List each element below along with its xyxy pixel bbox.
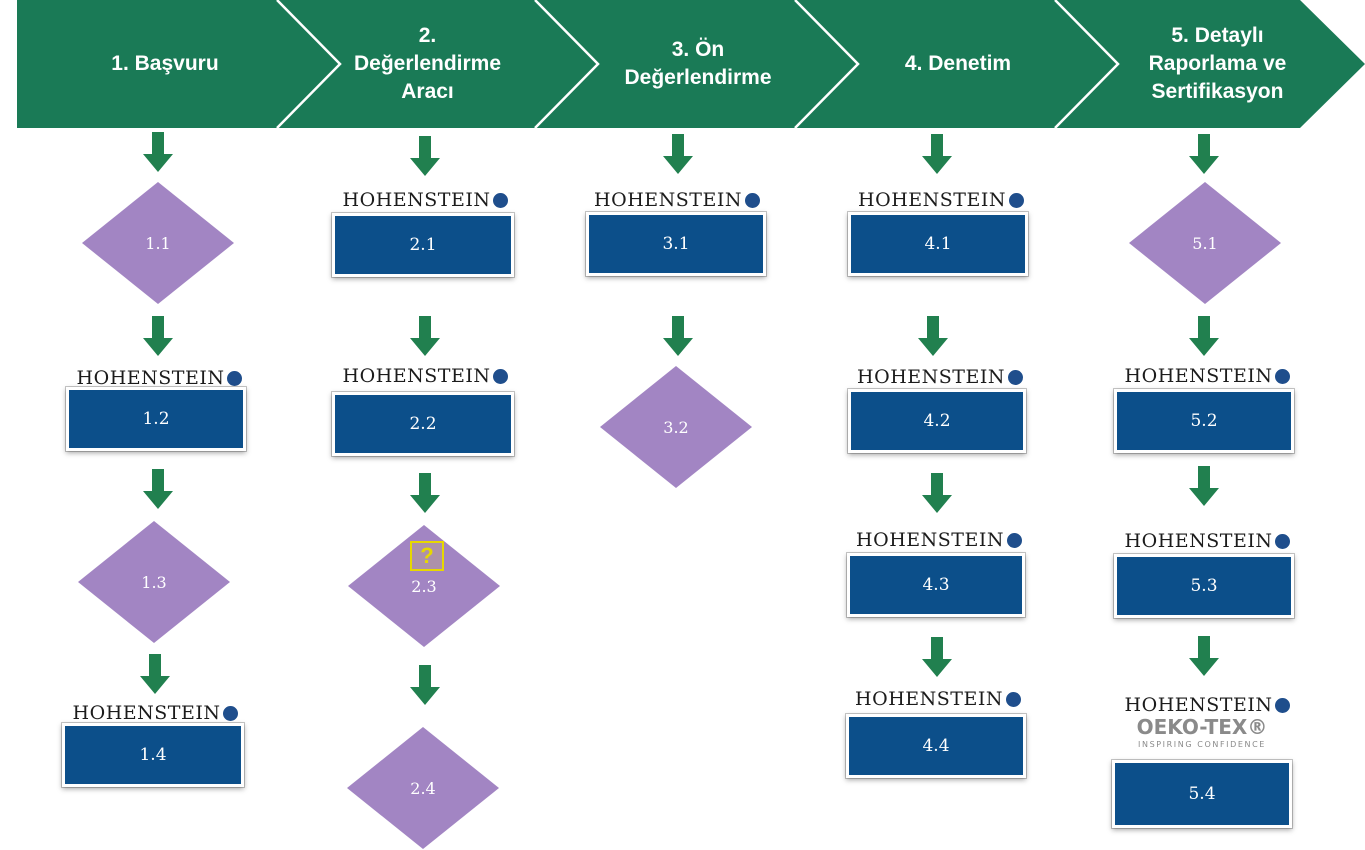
hohenstein-logo: HOHENSTEIN bbox=[1110, 530, 1305, 552]
step-5-3-box: 5.3 bbox=[1114, 554, 1294, 618]
logo-dot-icon bbox=[1005, 691, 1021, 707]
step-3-1-box: 3.1 bbox=[586, 212, 766, 276]
down-arrow-icon bbox=[922, 473, 952, 513]
hohenstein-logo: HOHENSTEIN bbox=[328, 365, 523, 387]
step-1-1-label: 1.1 bbox=[145, 233, 171, 253]
stage-5-title: 5. Detaylı Raporlama ve Sertifikasyon bbox=[1148, 24, 1287, 103]
logo-dot-icon bbox=[744, 192, 760, 208]
step-1-3-label: 1.3 bbox=[141, 572, 167, 592]
step-1-1-diamond: 1.1 bbox=[82, 182, 234, 304]
step-4-1-box: 4.1 bbox=[848, 212, 1028, 276]
down-arrow-icon bbox=[143, 132, 173, 172]
hohenstein-logo: HOHENSTEIN bbox=[843, 529, 1035, 551]
stage-1-chevron bbox=[17, 0, 340, 128]
step-5-1-diamond: 5.1 bbox=[1129, 182, 1281, 304]
logo-dot-icon bbox=[223, 705, 239, 721]
step-1-3-diamond: 1.3 bbox=[78, 521, 230, 643]
down-arrow-icon bbox=[1189, 636, 1219, 676]
down-arrow-icon bbox=[1189, 134, 1219, 174]
step-5-4-box: 5.4 bbox=[1112, 760, 1292, 828]
hohenstein-logo: HOHENSTEIN bbox=[62, 367, 257, 389]
down-arrow-icon bbox=[922, 134, 952, 174]
oeko-tex-logo: OEKO-TEX® INSPIRING CONFIDENCE bbox=[1118, 716, 1286, 752]
step-3-2-label: 3.2 bbox=[663, 417, 689, 437]
logo-dot-icon bbox=[1007, 369, 1023, 385]
down-arrow-icon bbox=[663, 316, 693, 356]
down-arrow-icon bbox=[1189, 466, 1219, 506]
step-2-4-label: 2.4 bbox=[410, 778, 436, 798]
logo-dot-icon bbox=[227, 370, 243, 386]
stage-1-title: 1. Başvuru bbox=[111, 52, 219, 75]
logo-dot-icon bbox=[493, 368, 509, 384]
step-3-2-diamond: 3.2 bbox=[600, 366, 752, 488]
hohenstein-logo: HOHENSTEIN bbox=[1110, 365, 1305, 387]
stage-3-chevron bbox=[535, 0, 858, 128]
step-2-1-box: 2.1 bbox=[332, 213, 514, 277]
step-5-1-label: 5.1 bbox=[1192, 233, 1218, 253]
stage-2-title: 2. Değerlendirme Aracı bbox=[353, 24, 502, 103]
step-2-2-box: 2.2 bbox=[332, 392, 514, 456]
step-1-4-box: 1.4 bbox=[62, 723, 244, 787]
hohenstein-logo: HOHENSTEIN bbox=[328, 189, 523, 211]
step-4-4-box: 4.4 bbox=[846, 714, 1026, 778]
oeko-tex-subtitle: INSPIRING CONFIDENCE bbox=[1138, 740, 1266, 749]
logo-dot-icon bbox=[1275, 368, 1291, 384]
stage-3-title: 3. Ön Değerlendirme bbox=[624, 38, 772, 89]
logo-dot-icon bbox=[493, 192, 509, 208]
down-arrow-icon bbox=[663, 134, 693, 174]
down-arrow-icon bbox=[922, 637, 952, 677]
down-arrow-icon bbox=[1189, 316, 1219, 356]
logo-dot-icon bbox=[1008, 192, 1024, 208]
hohenstein-logo: HOHENSTEIN bbox=[845, 189, 1037, 211]
step-4-3-box: 4.3 bbox=[847, 553, 1025, 617]
logo-dot-icon bbox=[1275, 533, 1291, 549]
down-arrow-icon bbox=[410, 473, 440, 513]
logo-dot-icon bbox=[1275, 697, 1291, 713]
hohenstein-logo: HOHENSTEIN bbox=[1110, 694, 1305, 716]
down-arrow-icon bbox=[410, 316, 440, 356]
step-5-2-box: 5.2 bbox=[1114, 389, 1294, 453]
stage-4-chevron bbox=[795, 0, 1118, 128]
step-1-2-box: 1.2 bbox=[66, 387, 246, 451]
down-arrow-icon bbox=[410, 665, 440, 705]
step-2-3-label: 2.3 bbox=[411, 576, 437, 596]
stage-5-chevron bbox=[1055, 0, 1365, 128]
stage-chevrons bbox=[17, 0, 1365, 129]
logo-dot-icon bbox=[1006, 532, 1022, 548]
down-arrow-icon bbox=[143, 469, 173, 509]
down-arrow-icon bbox=[918, 316, 948, 356]
step-2-3-diamond: 2.3 bbox=[348, 525, 500, 647]
down-arrow-icon bbox=[410, 136, 440, 176]
down-arrow-icon bbox=[140, 654, 170, 694]
hohenstein-logo: HOHENSTEIN bbox=[842, 688, 1034, 710]
down-arrow-icon bbox=[143, 316, 173, 356]
hohenstein-logo: HOHENSTEIN bbox=[844, 366, 1036, 388]
hohenstein-logo: HOHENSTEIN bbox=[58, 702, 253, 724]
stage-2-chevron bbox=[277, 0, 598, 128]
hohenstein-logo: HOHENSTEIN bbox=[582, 189, 772, 211]
stage-4-title: 4. Denetim bbox=[904, 52, 1012, 75]
step-2-4-diamond: 2.4 bbox=[347, 727, 499, 849]
step-4-2-box: 4.2 bbox=[848, 389, 1026, 453]
oeko-tex-title: OEKO-TEX® bbox=[1136, 715, 1268, 739]
question-mark-icon[interactable]: ? bbox=[410, 541, 444, 571]
